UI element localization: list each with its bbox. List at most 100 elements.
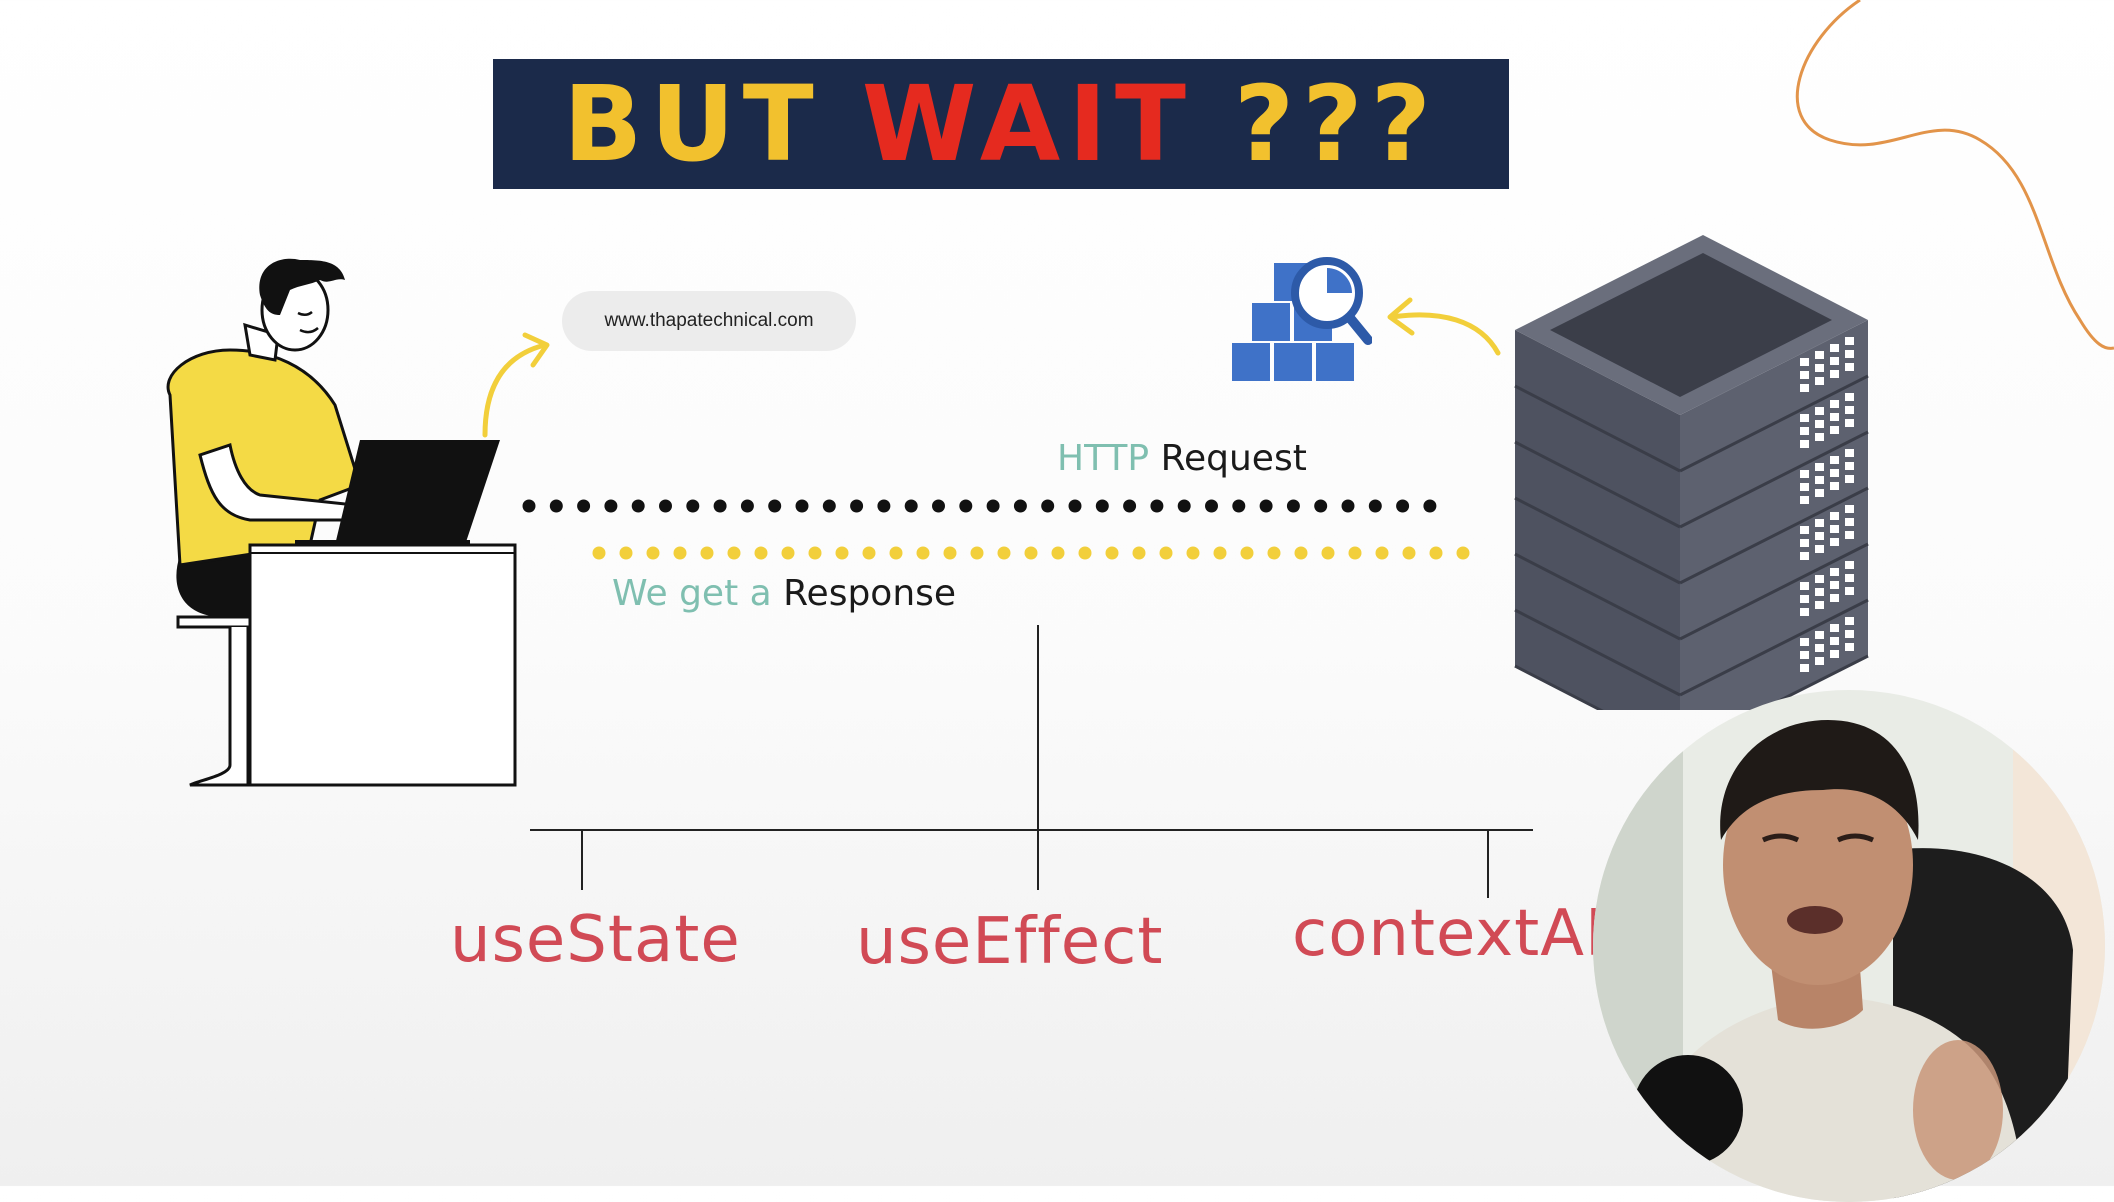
server-unit-seam [1514, 608, 1681, 697]
server-vent [1845, 393, 1854, 401]
banner-word-but: BUT [563, 63, 822, 185]
server-vent [1815, 364, 1824, 372]
server-vent [1845, 337, 1854, 345]
server-vent [1815, 489, 1824, 497]
response-dot [700, 546, 714, 560]
server-vent [1830, 482, 1839, 490]
response-dot [1159, 546, 1173, 560]
request-dot [604, 499, 618, 513]
request-dot [631, 499, 645, 513]
server-vent [1815, 476, 1824, 484]
response-dot [1375, 546, 1389, 560]
server-vent [1830, 456, 1839, 464]
database-search-icon [1232, 257, 1372, 381]
server-vent [1830, 370, 1839, 378]
server-vent [1800, 664, 1809, 672]
server-vent [1800, 358, 1809, 366]
server-vent [1800, 638, 1809, 646]
server-vent [1815, 407, 1824, 415]
request-dot [1123, 499, 1137, 513]
server-vent [1800, 595, 1809, 603]
request-dot [1205, 499, 1218, 513]
server-unit-right [1680, 600, 1868, 710]
server-unit-seam [1514, 440, 1681, 529]
server-vent [1830, 568, 1839, 576]
server-vent [1845, 419, 1854, 427]
server-vent [1800, 552, 1809, 560]
request-dot [1341, 499, 1355, 513]
server-vent [1815, 377, 1824, 385]
request-dot [1232, 499, 1246, 513]
request-dot [1396, 499, 1410, 513]
server-vent [1845, 462, 1854, 470]
response-dot [1267, 546, 1281, 560]
response-dot [673, 546, 687, 560]
hook-label-useeffect: useEffect [856, 905, 1164, 979]
request-dot [1368, 499, 1382, 513]
response-dot [808, 546, 822, 560]
server-vent [1830, 426, 1839, 434]
response-dot [727, 546, 741, 560]
response-label: We get a Response [612, 573, 956, 614]
response-dot [1456, 546, 1470, 560]
request-dot [1286, 499, 1300, 513]
response-dot [1024, 546, 1038, 560]
server-vent [1830, 413, 1839, 421]
server-vent [1845, 617, 1854, 625]
server-vent [1845, 475, 1854, 483]
request-dot [577, 499, 591, 513]
server-unit-seam [1679, 430, 1869, 529]
request-dot [904, 499, 918, 513]
server-vent [1845, 350, 1854, 358]
request-dot [932, 499, 945, 513]
url-pill: www.thapatechnical.com [562, 291, 856, 351]
server-vent [1845, 630, 1854, 638]
request-dot [850, 499, 864, 513]
server-vent [1845, 531, 1854, 539]
server-vent [1800, 384, 1809, 392]
server-vent [1830, 512, 1839, 520]
server-vent [1830, 400, 1839, 408]
hook-label-usestate: useState [450, 903, 741, 977]
server-vent [1800, 526, 1809, 534]
server-vent [1830, 594, 1839, 602]
banner-word-wait: WAIT [861, 63, 1194, 185]
server-unit-left [1515, 554, 1680, 695]
server-unit-left [1515, 498, 1680, 639]
response-dot [646, 546, 660, 560]
server-vent [1830, 650, 1839, 658]
server-vent [1845, 518, 1854, 526]
server-vent [1830, 525, 1839, 533]
server-vent [1845, 643, 1854, 651]
request-dot [1013, 499, 1027, 513]
response-dot [592, 546, 606, 560]
arrow-icon [482, 332, 550, 438]
server-unit-seam [1514, 496, 1681, 585]
response-dot [1402, 546, 1416, 560]
banner-word-question-marks: ??? [1233, 63, 1439, 185]
server-vent [1815, 631, 1824, 639]
server-unit-left [1515, 386, 1680, 527]
server-unit-left [1515, 442, 1680, 583]
server-unit-left [1515, 610, 1680, 710]
server-unit-seam [1514, 664, 1604, 710]
arrow-icon [1387, 297, 1501, 356]
response-dot [1321, 546, 1335, 560]
response-dot [862, 546, 876, 560]
server-unit-seam [1679, 598, 1869, 697]
response-dot [1186, 546, 1200, 560]
server-vent [1800, 539, 1809, 547]
request-dot [713, 499, 727, 513]
response-dot [619, 546, 633, 560]
request-dot [740, 499, 754, 513]
http-request-label-part1: HTTP [1057, 438, 1150, 479]
response-dot [889, 546, 903, 560]
server-unit-seam [1514, 384, 1681, 473]
server-vent [1815, 644, 1824, 652]
server-unit-left [1515, 330, 1680, 471]
request-dot [877, 499, 891, 513]
request-dot [1068, 499, 1082, 513]
response-dot [916, 546, 930, 560]
request-dot [1150, 499, 1164, 513]
server-vent [1800, 582, 1809, 590]
